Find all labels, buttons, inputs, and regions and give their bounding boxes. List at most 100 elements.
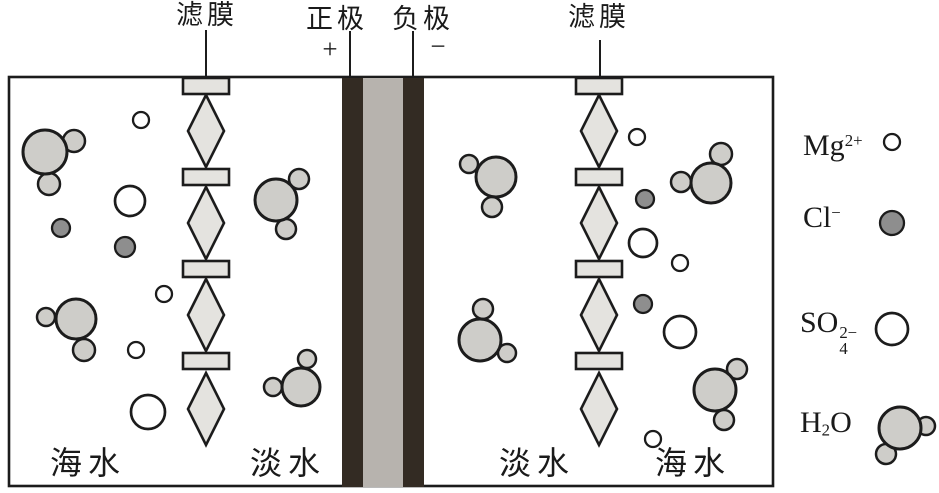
water-satellite-atom [471, 297, 495, 321]
chloride-ion [878, 209, 906, 237]
water-molecule [458, 153, 518, 219]
particles [21, 110, 749, 449]
filter-membrane-column [574, 76, 624, 448]
water-satellite-atom [712, 408, 736, 432]
chamber-label-freshwater-right: 淡水 [498, 445, 576, 481]
sulfate-ion [662, 314, 698, 350]
water-molecule-body [457, 317, 503, 363]
water-molecule [669, 141, 734, 205]
magnesium-ion-body [627, 127, 647, 147]
membrane-diamond [186, 92, 226, 170]
magnesium-ion [126, 340, 146, 360]
water-molecule-body [253, 177, 299, 223]
magnesium-ion [627, 127, 647, 147]
membrane-rect [181, 259, 231, 279]
water-satellite-atom [669, 170, 693, 194]
water-satellite-atom [36, 171, 62, 197]
water-molecule [692, 357, 749, 432]
sulfate-ion-body [113, 184, 147, 218]
water-molecule [35, 297, 98, 363]
positive-electrode-bar [342, 78, 363, 487]
water-satellite-atom [480, 195, 504, 219]
chloride-ion [50, 217, 72, 239]
water-molecule-body [280, 366, 322, 408]
water-satellite-atom [287, 167, 311, 191]
membrane-rect [574, 167, 624, 187]
membrane-diamond [186, 370, 226, 448]
legend-label-magnesium: Mg2+ [803, 129, 863, 162]
magnesium-ion [643, 429, 663, 449]
water-satellite-atom [725, 357, 749, 381]
sulfate-ion-body [129, 393, 167, 431]
membrane-diamond [579, 184, 619, 262]
water-molecule [874, 405, 937, 466]
magnesium-ion [154, 284, 174, 304]
water-satellite-atom [296, 348, 318, 370]
chamber-label-seawater-left: 海水 [49, 445, 127, 481]
membrane-diamond [186, 276, 226, 354]
water-molecule-body [877, 405, 923, 451]
membrane-rect [574, 351, 624, 371]
plus-sign: + [322, 34, 338, 64]
magnesium-ion-body [882, 132, 902, 152]
sulfate-ion [874, 311, 910, 347]
membrane-label-left: 滤膜 [176, 0, 238, 30]
chloride-ion-body [632, 293, 654, 315]
chloride-ion-body [634, 188, 656, 210]
water-molecule-body [692, 367, 738, 413]
membrane-diamond [579, 276, 619, 354]
magnesium-ion-body [154, 284, 174, 304]
sulfate-ion-body [627, 227, 659, 259]
magnesium-ion [131, 110, 151, 130]
chloride-ion [113, 235, 137, 259]
magnesium-ion-body [131, 110, 151, 130]
legend-symbols [874, 132, 937, 466]
electrode-spacer-strip [363, 78, 403, 487]
chloride-ion [632, 293, 654, 315]
filter-membranes [181, 76, 624, 448]
chloride-ion-body [50, 217, 72, 239]
legend-label-chloride: Cl− [803, 201, 841, 234]
membrane-rect [181, 167, 231, 187]
water-molecule [457, 297, 518, 364]
water-molecule-body [474, 155, 518, 199]
magnesium-ion-body [643, 429, 663, 449]
sulfate-ion [113, 184, 147, 218]
water-molecule-body [689, 161, 733, 205]
legend-label-water: H2O [800, 406, 852, 440]
water-satellite-atom [262, 376, 284, 398]
water-satellite-atom [458, 153, 480, 175]
negative-electrode-label: 负极 [392, 4, 454, 34]
minus-sign: − [430, 31, 446, 61]
chloride-ion-body [113, 235, 137, 259]
sulfate-ion [129, 393, 167, 431]
membrane-diamond [186, 184, 226, 262]
membrane-rect [181, 351, 231, 371]
chamber-label-seawater-right: 海水 [654, 445, 732, 481]
membrane-rect [181, 76, 231, 96]
water-satellite-atom [71, 337, 97, 363]
positive-electrode-label: 正极 [306, 4, 368, 34]
water-molecule [253, 167, 311, 241]
filter-membrane-column [181, 76, 231, 448]
negative-electrode-bar [403, 78, 424, 487]
chloride-ion [634, 188, 656, 210]
magnesium-ion-body [670, 253, 690, 273]
chamber-label-freshwater-left: 淡水 [249, 445, 327, 481]
membrane-rect [574, 259, 624, 279]
water-molecule [21, 128, 87, 197]
magnesium-ion-body [126, 340, 146, 360]
sulfate-ion-body [874, 311, 910, 347]
water-molecule [262, 348, 322, 408]
water-satellite-atom [35, 306, 57, 328]
membrane-diamond [579, 370, 619, 448]
magnesium-ion [882, 132, 902, 152]
membrane-label-right: 滤膜 [568, 2, 630, 32]
membrane-rect [574, 76, 624, 96]
sulfate-ion-body [662, 314, 698, 350]
sulfate-ion [627, 227, 659, 259]
magnesium-ion [670, 253, 690, 273]
membrane-diamond [579, 92, 619, 170]
water-molecule-body [54, 297, 98, 341]
